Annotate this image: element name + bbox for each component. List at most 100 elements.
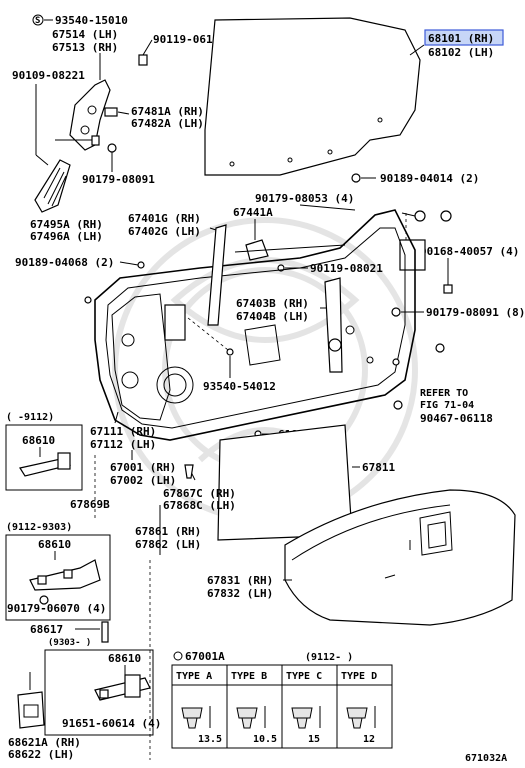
label-refer-1: REFER TO: [420, 388, 468, 399]
check-body: [57, 452, 71, 470]
label-67481A: 67481A (RH): [131, 105, 204, 118]
label-67831: 67831 (RH): [207, 574, 273, 587]
label-range-9112-9303: (9112-9303): [6, 522, 72, 533]
clip-67001[interactable]: [184, 464, 194, 479]
label-90119-08021: 90119-08021: [310, 262, 383, 275]
bracket-small: [104, 107, 118, 117]
nut-icon: [392, 358, 400, 366]
nut-icon: [435, 343, 445, 353]
bolt-icon: [37, 575, 47, 585]
label-68610-a: 68610: [22, 434, 55, 447]
label-68622: 68622 (LH): [8, 748, 74, 761]
clip-90189-04014[interactable]: [351, 173, 361, 183]
label-93540-54012: 93540-54012: [203, 380, 276, 393]
regulator-rail-67403b[interactable]: [324, 277, 343, 373]
door-glass-68101[interactable]: [204, 17, 421, 176]
clip-90467-06118[interactable]: [393, 400, 403, 410]
nut-icon: [39, 595, 49, 605]
types-row: TYPE A 13.5 TYPE B 10.5 TYPE C 15 TYPE D 12: [176, 671, 377, 745]
footer-code: 671032A: [465, 753, 507, 764]
bolt-90119-06148[interactable]: [138, 54, 148, 66]
symbol-s-icon: [32, 14, 44, 26]
door-panel-frame[interactable]: [94, 209, 416, 441]
label-68610-c: 68610: [108, 652, 141, 665]
type-size-b: 10.5: [253, 734, 277, 745]
type-header-a: TYPE A: [176, 671, 212, 682]
inset-box-9112: [5, 424, 83, 491]
label-90189-04014: 90189-04014 (2): [380, 172, 479, 185]
nut-90179-08091-b[interactable]: [391, 307, 401, 317]
bolt-icon: [91, 135, 100, 146]
label-90168-40057: 90168-40057 (4): [420, 245, 519, 258]
pin-68617[interactable]: [101, 621, 109, 643]
label-67514: 67514 (LH): [52, 28, 118, 41]
label-67495A: 67495A (RH): [30, 218, 103, 231]
label-68101: 68101 (RH): [428, 32, 494, 45]
label-refer-2: FIG 71-04: [420, 400, 474, 411]
type-clip-d[interactable]: [346, 707, 368, 729]
check-base-68621a[interactable]: [17, 691, 45, 729]
bolt-icon: [443, 284, 453, 294]
type-clip-a[interactable]: [181, 707, 203, 729]
clip-90189-04068[interactable]: [137, 261, 145, 269]
callout-93540-15010[interactable]: S 93540-15010: [32, 14, 128, 27]
label-67402G: 67402G (LH): [128, 225, 201, 238]
label-67112: 67112 (LH): [90, 438, 156, 451]
regulator-bracket: [245, 239, 269, 261]
type-header-b: TYPE B: [231, 671, 267, 682]
inside-handle-bezel: [419, 511, 453, 556]
label-67867C: 67867C (RH): [163, 487, 236, 500]
highlight-68101[interactable]: [424, 29, 504, 46]
label-90189-04068: 90189-04068 (2): [15, 256, 114, 269]
label-range-9303: (9303- ): [48, 638, 91, 648]
svg-text:S: S: [35, 16, 40, 26]
label-67832: 67832 (LH): [207, 587, 273, 600]
label-67861: 67861 (RH): [135, 525, 201, 538]
clip-icon: [84, 296, 92, 304]
label-90179-08091-b: 90179-08091 (8): [426, 306, 525, 319]
label-67811: 67811: [362, 461, 395, 474]
label-90179-08053: 90179-08053 (4): [255, 192, 354, 205]
type-size-c: 15: [308, 734, 320, 745]
type-header-d: TYPE D: [341, 671, 377, 682]
check-body: [124, 674, 141, 698]
regulator-motor: [328, 338, 342, 352]
label-90467-06118: 90467-06118: [420, 412, 493, 425]
label-67513: 67513 (RH): [52, 41, 118, 54]
label-67441A: 67441A: [233, 206, 273, 219]
label-range-9112-open: (9112- ): [305, 652, 353, 663]
label-67862: 67862 (LH): [135, 538, 201, 551]
circle-marker-icon: [173, 651, 183, 661]
label-90119-06148: 90119-06148: [153, 33, 226, 46]
label-67869B: 67869B: [70, 498, 110, 511]
bolt-icon: [63, 569, 73, 579]
clip-93540[interactable]: [226, 348, 234, 356]
type-size-a: 13.5: [198, 734, 222, 745]
label-67404B: 67404B (LH): [236, 310, 309, 323]
inset-box-9112-9303: [5, 534, 111, 621]
label-90179-08091-a: 90179-08091: [82, 173, 155, 186]
type-clip-c[interactable]: [291, 707, 313, 729]
triangle-garnish-67495a[interactable]: [34, 159, 71, 213]
label-67001: 67001 (RH): [110, 461, 176, 474]
type-header-c: TYPE C: [286, 671, 322, 682]
label-67401G: 67401G (RH): [128, 212, 201, 225]
nut-90179-08091[interactable]: [107, 143, 117, 153]
door-trim-panel-67831[interactable]: [284, 489, 516, 626]
label-67001A: 67001A: [185, 650, 225, 663]
nut-upper-right[interactable]: [414, 210, 426, 222]
label-range-9112: ( -9112): [6, 412, 54, 423]
bolt-icon: [99, 689, 109, 699]
speaker-opening: [156, 366, 194, 404]
regulator-rail-67401g[interactable]: [207, 224, 227, 326]
label-68617: 68617: [30, 623, 63, 636]
type-size-d: 12: [363, 734, 375, 745]
label-67002: 67002 (LH): [110, 474, 176, 487]
type-clip-b[interactable]: [236, 707, 258, 729]
nut-upper-right-2[interactable]: [440, 210, 452, 222]
label-67868C: 67868C (LH): [163, 499, 236, 512]
label-90109-08221: 90109-08221: [12, 69, 85, 82]
label-90179-06070: 90179-06070 (4): [7, 602, 106, 615]
check-bracket[interactable]: [164, 304, 186, 341]
